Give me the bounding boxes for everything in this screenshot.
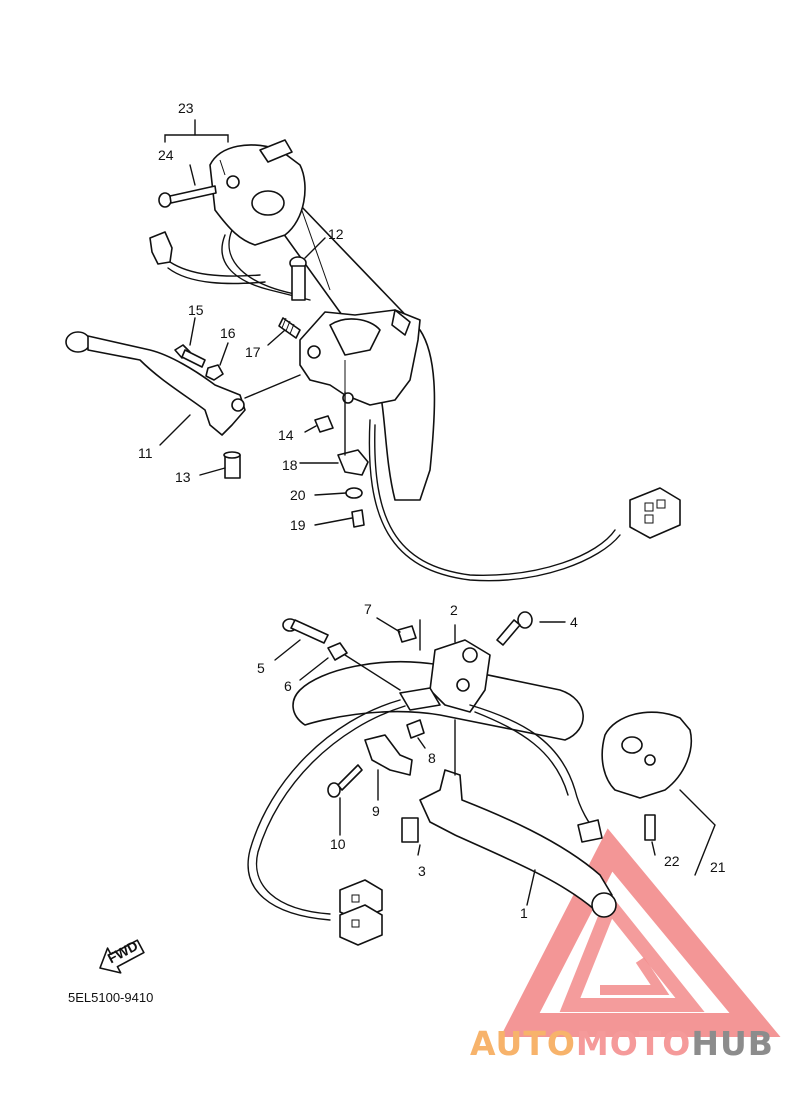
watermark-part-auto: AUTO: [470, 1024, 576, 1063]
callout-18: 18: [282, 457, 298, 473]
callout-lines: [159, 164, 656, 906]
bolt-15-icon: [174, 344, 206, 368]
brake-master-cylinder: [299, 309, 421, 406]
callout-13: 13: [175, 469, 191, 485]
callout-3: 3: [418, 863, 426, 879]
callout-6: 6: [284, 678, 292, 694]
screw-7-icon: [397, 625, 417, 643]
callout-22: 22: [664, 853, 680, 869]
screw-24-icon: [158, 185, 217, 208]
watermark-text: AUTOMOTOHUB: [470, 1024, 774, 1063]
nut-8-icon: [406, 719, 425, 739]
callout-16: 16: [220, 325, 236, 341]
connector-lower-icon: [339, 879, 383, 946]
watermark-logo-icon: [500, 828, 781, 1037]
callout-8: 8: [428, 750, 436, 766]
right-switch-21: [601, 711, 692, 799]
watermark-part-hub: HUB: [691, 1024, 774, 1063]
fwd-arrow-icon: [99, 939, 145, 974]
holder-2-icon: [399, 639, 491, 713]
nut-14-icon: [314, 415, 334, 433]
nut-16-icon: [205, 364, 224, 381]
small-connector-icon: [577, 819, 603, 843]
callout-19: 19: [290, 517, 306, 533]
left-switch-23: [209, 139, 306, 246]
watermark-part-moto: MOTO: [576, 1024, 691, 1063]
callout-21: 21: [710, 859, 726, 875]
callout-9: 9: [372, 803, 380, 819]
callout-7: 7: [364, 601, 372, 617]
nut-6-icon: [327, 642, 348, 661]
callout-4: 4: [570, 614, 578, 630]
connector-upper-icon: [629, 487, 681, 539]
callout-10: 10: [330, 836, 346, 852]
screw-10-icon: [327, 764, 363, 798]
bolt-12-icon: [289, 256, 307, 301]
collar-3-icon: [401, 817, 419, 843]
callout-14: 14: [278, 427, 294, 443]
screw-19-icon: [351, 509, 365, 528]
bolt-5-icon: [282, 618, 329, 644]
callout-12: 12: [328, 226, 344, 242]
callout-17: 17: [245, 344, 261, 360]
wire-terminal-icon: [149, 231, 173, 265]
washer-20-icon: [345, 487, 363, 499]
lever-11-icon: [65, 331, 246, 436]
screw-22-icon: [644, 814, 656, 841]
switch-18-icon: [337, 449, 369, 476]
callout-1: 1: [520, 905, 528, 921]
callout-23: 23: [178, 100, 194, 116]
lever-1-icon: [419, 769, 617, 918]
callout-2: 2: [450, 602, 458, 618]
callout-20: 20: [290, 487, 306, 503]
callout-24: 24: [158, 147, 174, 163]
switch-9-icon: [364, 734, 413, 776]
callout-11: 11: [138, 445, 153, 461]
callout-15: 15: [188, 302, 204, 318]
diagram-code: 5EL5100-9410: [68, 990, 153, 1005]
callout-5: 5: [257, 660, 265, 676]
bolt-4-icon: [496, 611, 533, 646]
